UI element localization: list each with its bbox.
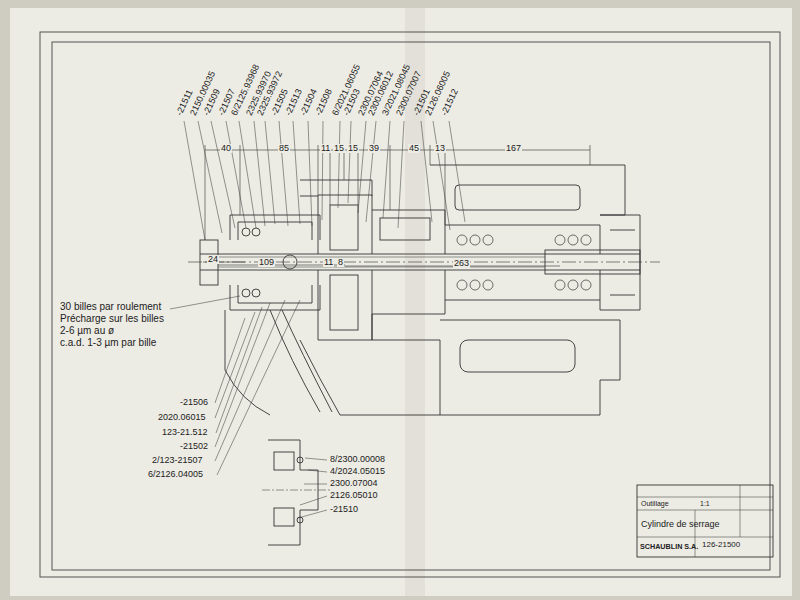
callout-number: -21510 [330, 505, 358, 514]
dimension-value: 15 [333, 144, 345, 153]
drawing-note: 2-6 µm au ø [60, 326, 114, 336]
callout-number: 2/123-21507 [152, 456, 203, 465]
callout-number: 6/2126.04005 [148, 470, 203, 479]
callout-number: 2300.07004 [330, 479, 378, 488]
drawing-note: Précharge sur les billes [60, 314, 164, 324]
drawing-number: 126-21500 [702, 541, 740, 549]
title-block-text: Outillage [641, 500, 669, 507]
callout-number: -21502 [180, 442, 208, 451]
dimension-value: 11 [323, 258, 334, 267]
dimension-value: 24 [207, 255, 219, 264]
callout-number: 4/2024.05015 [330, 467, 385, 476]
dimension-value: 8 [337, 258, 344, 267]
scale-value: 1:1 [700, 500, 710, 507]
dimension-value: 11 [320, 144, 331, 153]
dimension-value: 39 [368, 144, 380, 153]
company-name: SCHAUBLIN S.A. [640, 543, 698, 550]
drawing-title: Cylindre de serrage [641, 520, 720, 529]
dimension-value: 15 [347, 144, 359, 153]
dimension-value: 109 [258, 258, 275, 267]
dimension-value: 85 [278, 144, 290, 153]
dimension-value: 167 [505, 144, 522, 153]
dimension-value: 45 [408, 144, 420, 153]
dimension-value: 40 [220, 144, 232, 153]
callout-number: 2020.06015 [158, 413, 206, 422]
drawing-note: 30 billes par roulement [60, 302, 161, 312]
drawing-note: c.a.d. 1-3 µm par bille [60, 338, 156, 348]
callout-number: -21506 [180, 398, 208, 407]
callout-number: 123-21.512 [162, 428, 208, 437]
dimension-value: 13 [434, 144, 446, 153]
callout-number: 8/2300.00008 [330, 455, 385, 464]
dimension-value: 263 [453, 259, 470, 268]
callout-number: 2126.05010 [330, 491, 378, 500]
